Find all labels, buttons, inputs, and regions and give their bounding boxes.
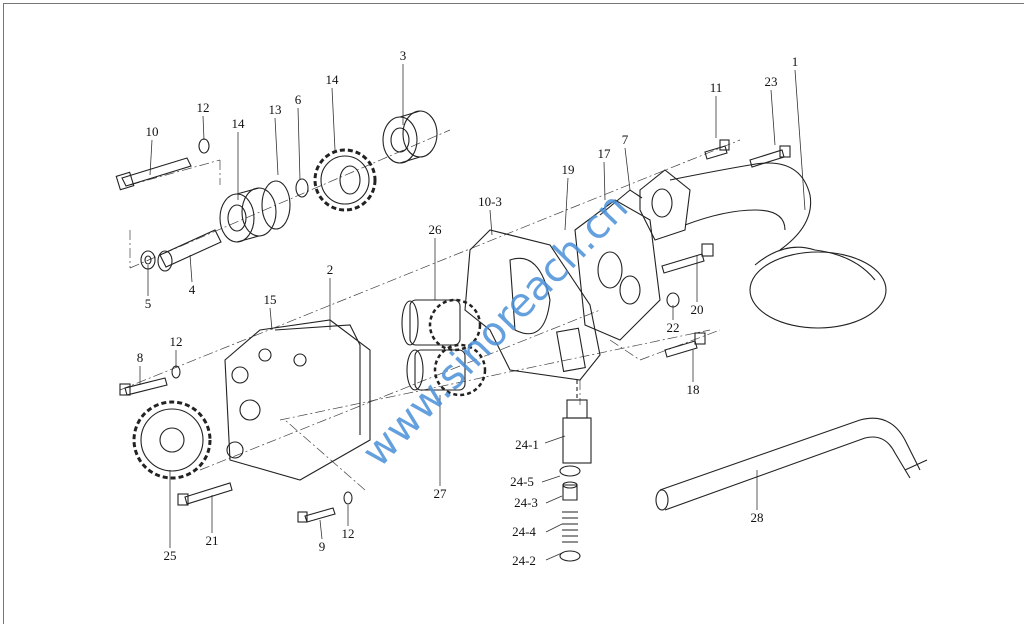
callout-13: 13 — [268, 102, 282, 117]
callout-23: 23 — [764, 74, 778, 89]
exploded-parts-drawing — [115, 64, 928, 562]
callout-6: 6 — [294, 92, 302, 107]
relief-valve — [559, 380, 592, 562]
hose — [655, 417, 928, 511]
callout-11: 11 — [709, 80, 723, 95]
callout-3: 3 — [399, 48, 407, 63]
callout-1: 1 — [791, 54, 799, 69]
callout-18: 18 — [686, 382, 700, 397]
callout-2: 2 — [326, 262, 334, 277]
callout-24-5: 24-5 — [510, 474, 534, 489]
callout-10: 10 — [145, 124, 159, 139]
callout-24-2: 24-2 — [512, 553, 536, 568]
snap-ring — [261, 180, 291, 230]
bolts — [115, 139, 791, 523]
front-cover — [224, 319, 371, 481]
callout-17: 17 — [597, 146, 611, 161]
callout-24-3: 24-3 — [514, 495, 538, 510]
drawing-frame — [3, 3, 1024, 624]
callout-5: 5 — [144, 296, 152, 311]
callout-24-4: 24-4 — [512, 524, 536, 539]
cover-plate — [574, 189, 661, 341]
callout-19: 19 — [561, 162, 575, 177]
callout-27: 27 — [433, 486, 447, 501]
callout-25: 25 — [163, 548, 177, 563]
callout-12: 12 — [169, 334, 183, 349]
suction-pipe — [639, 162, 887, 329]
callout-14: 14 — [231, 116, 245, 131]
callout-9: 9 — [318, 539, 326, 554]
callout-10-3: 10-3 — [478, 194, 502, 209]
shaft — [157, 229, 222, 272]
callout-12: 12 — [341, 526, 355, 541]
callout-7: 7 — [621, 132, 629, 147]
callout-26: 26 — [428, 222, 442, 237]
callout-14: 14 — [325, 72, 339, 87]
callout-12: 12 — [196, 100, 210, 115]
bearings — [219, 110, 438, 243]
callout-22: 22 — [666, 320, 680, 335]
callout-21: 21 — [205, 533, 219, 548]
callout-20: 20 — [690, 302, 704, 317]
leader-lines — [139, 64, 806, 561]
gears — [132, 148, 487, 480]
callout-28: 28 — [750, 510, 764, 525]
washers — [140, 138, 680, 505]
callout-8: 8 — [136, 350, 144, 365]
callout-15: 15 — [263, 292, 277, 307]
callout-4: 4 — [188, 282, 196, 297]
center-lines — [119, 129, 741, 491]
pump-body — [464, 229, 601, 381]
callout-24-1: 24-1 — [515, 437, 539, 452]
